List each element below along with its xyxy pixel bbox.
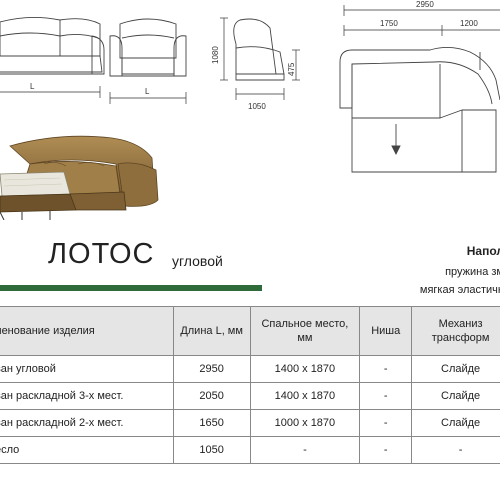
row-sleeping-area: 1400 x 1870 <box>249 355 361 383</box>
filling-line-1: пружина зм <box>445 266 500 278</box>
filling-heading: Напол <box>466 244 500 258</box>
row-length: 2950 <box>172 355 251 383</box>
row-sleeping-area: 1000 x 1870 <box>249 409 361 437</box>
corner-left-dimension: 1750 <box>380 19 398 28</box>
filling-line-2: мягкая эластичн <box>419 284 500 296</box>
col-header-mechanism: Механиз трансформ <box>411 306 500 356</box>
col-header-length: Длина L, мм <box>172 306 251 356</box>
col-header-niche: Ниша <box>359 306 413 356</box>
product-title: ЛОТОС <box>48 238 155 270</box>
row-length: 2050 <box>172 382 251 410</box>
sofa-length-label: L <box>30 82 35 91</box>
table-row: ван раскладной 3-х мест. 2050 1400 x 187… <box>0 382 500 410</box>
depth-dimension: 1050 <box>248 102 266 111</box>
row-mechanism: Слайде <box>411 382 500 410</box>
col-header-sleeping-area: Спальное место, мм <box>249 306 361 356</box>
row-niche: - <box>359 409 413 437</box>
row-length: 1050 <box>172 436 251 464</box>
row-niche: - <box>359 355 413 383</box>
row-niche: - <box>359 436 413 464</box>
table-row: ван угловой 2950 1400 x 1870 - Слайде <box>0 355 500 383</box>
row-sleeping-area: 1400 x 1870 <box>249 382 361 410</box>
row-mechanism: Слайде <box>411 355 500 383</box>
armchair-front-view: L <box>109 18 187 104</box>
row-mechanism: Слайде <box>411 409 500 437</box>
seat-height-dimension: 475 <box>287 62 296 76</box>
row-name: ван раскладной 2-х мест. <box>0 409 174 437</box>
col-header-name: менование изделия <box>0 306 174 356</box>
accent-bar <box>0 285 262 291</box>
row-sleeping-area: - <box>249 436 361 464</box>
row-niche: - <box>359 382 413 410</box>
corner-sofa-plan-view: 2950 1750 1200 <box>339 0 500 173</box>
sofa-side-view: 1080 475 1050 <box>211 17 300 111</box>
spec-table: менование изделия Длина L, мм Спальное м… <box>0 306 500 464</box>
corner-right-dimension: 1200 <box>460 19 478 28</box>
product-subtitle: угловой <box>172 253 223 269</box>
table-header-row: менование изделия Длина L, мм Спальное м… <box>0 306 500 356</box>
row-length: 1650 <box>172 409 251 437</box>
corner-total-dimension: 2950 <box>416 0 434 9</box>
row-name: ван раскладной 3-х мест. <box>0 382 174 410</box>
sofa-photo <box>0 135 159 220</box>
sofa-front-view: L <box>0 17 105 98</box>
row-name: ван угловой <box>0 355 174 383</box>
armchair-length-label: L <box>145 87 150 96</box>
table-row: ван раскладной 2-х мест. 1650 1000 x 187… <box>0 409 500 437</box>
height-dimension: 1080 <box>211 46 220 64</box>
row-mechanism: - <box>411 436 500 464</box>
